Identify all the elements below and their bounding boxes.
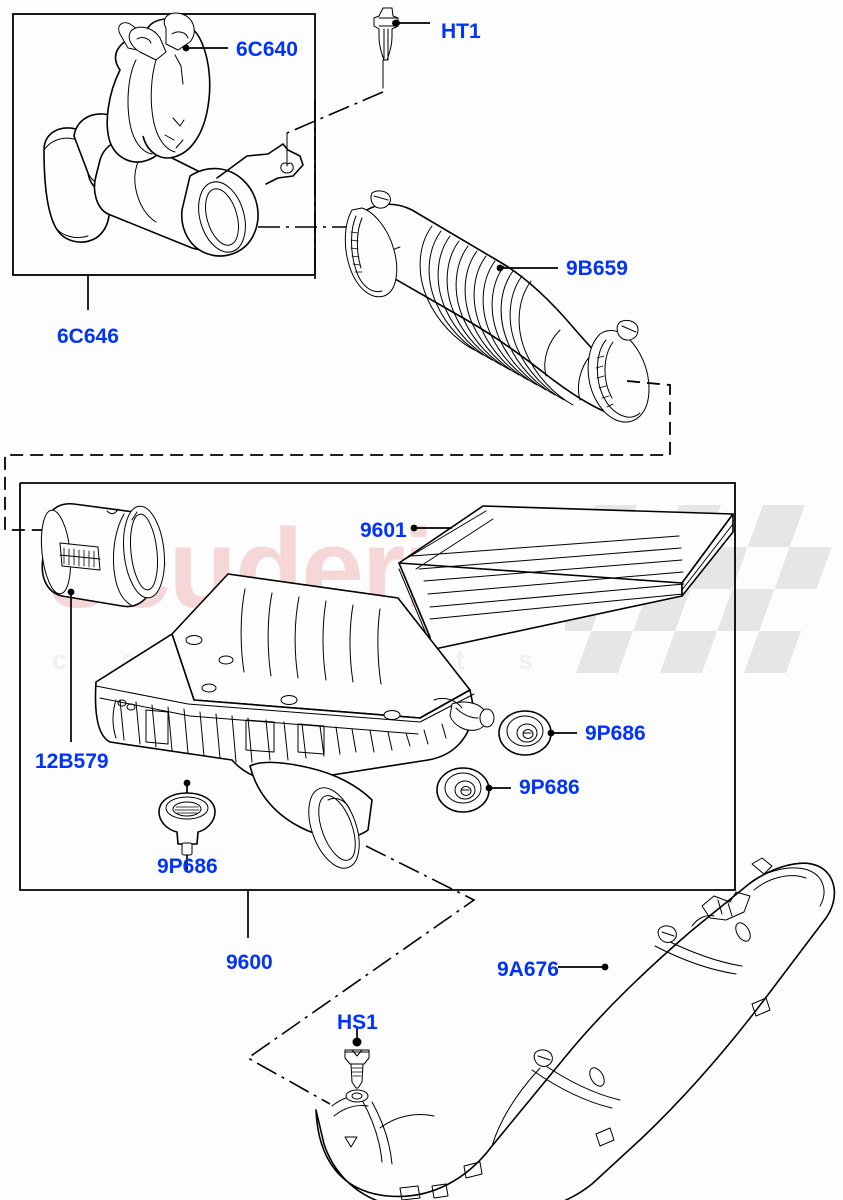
part-9600-air-cleaner-box	[94, 573, 495, 869]
group-box-9600	[19, 482, 736, 938]
part-HS1-screw	[344, 1026, 370, 1089]
part-9A676-intake-duct	[315, 857, 836, 1200]
label-9P686-upper[interactable]: 9P686	[585, 722, 646, 745]
leader-12B579	[67, 588, 75, 742]
connector-dashed-9B659-to-9600	[4, 380, 671, 531]
leader-9B659	[496, 264, 558, 272]
label-9B659[interactable]: 9B659	[566, 257, 628, 280]
part-12B579-maf-sensor	[40, 503, 165, 608]
label-12B579[interactable]: 12B579	[35, 750, 109, 773]
label-6C646[interactable]: 6C646	[57, 325, 119, 348]
leader-HT1-dashdot	[286, 91, 384, 134]
part-6C646-intake-duct	[43, 113, 304, 257]
leader-9601	[410, 524, 452, 532]
part-6C640-hose-clamp	[106, 12, 211, 163]
part-9P686-grommet-middle	[436, 767, 511, 813]
label-9600[interactable]: 9600	[226, 951, 273, 974]
label-HT1[interactable]: HT1	[441, 20, 481, 43]
label-HS1[interactable]: HS1	[337, 1011, 378, 1034]
label-9P686-middle[interactable]: 9P686	[519, 776, 580, 799]
leader-6C640	[182, 44, 228, 52]
part-HT1-stud-bolt	[373, 7, 430, 89]
label-9601[interactable]: 9601	[360, 519, 407, 542]
label-9P686-lower[interactable]: 9P686	[157, 855, 218, 878]
part-9B659-outlet-hose	[344, 190, 650, 423]
label-6C640[interactable]: 6C640	[236, 38, 298, 61]
part-9P686-grommet-upper	[498, 710, 577, 756]
leader-9A676	[558, 963, 609, 971]
part-9P686-grommet-lower	[158, 779, 216, 872]
connector-dashdot-group	[258, 100, 420, 285]
label-9A676[interactable]: 9A676	[497, 958, 559, 981]
